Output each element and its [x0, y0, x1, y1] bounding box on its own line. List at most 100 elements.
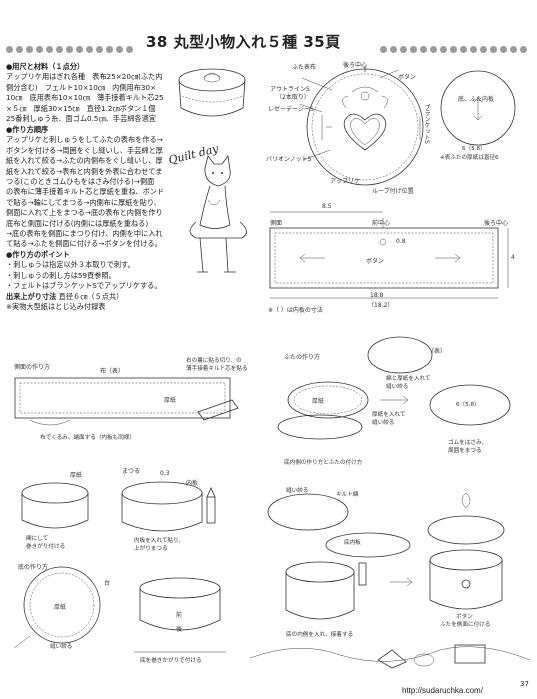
- lid-method-dim6: 6（5.8）: [456, 402, 480, 408]
- step2-sew: まつる: [122, 468, 141, 475]
- step2-inner: 内板: [186, 480, 199, 487]
- side-back-center: 後ろ中心: [484, 220, 509, 227]
- lid-bullion: バリオンノットS: [266, 156, 312, 163]
- lid-method-card2: 底内板: [344, 540, 361, 546]
- side-dim-b: 0.8: [396, 238, 406, 245]
- materials-section: ●用尺と材料（１点分） アップリケ用はぎれ各種 表布25×20㎝(ふた内 側分含…: [6, 62, 164, 124]
- order-line: て貼る→ふたを側面に付ける→ボタンを付ける。: [6, 239, 162, 249]
- step2-left: 関にして: [26, 536, 49, 542]
- bottom-inner-label: 底、ふた内板: [458, 96, 495, 103]
- bottom-method-drawing: [13, 566, 226, 653]
- order-line: 側面に入れて上をまつる→底の表布と内側を作り: [6, 208, 163, 218]
- order-line: →底の表布を側面にまつり付け、内側を中に入れ: [6, 229, 163, 239]
- decorative-border: [249, 644, 531, 669]
- side-note: ※（ ）は内板の寸法: [268, 307, 323, 314]
- side-button: ボタン: [366, 258, 385, 265]
- points-line: ・フェルトはブランケットSでアップリケする。: [6, 281, 162, 291]
- side-method-heading: 側面の作り方: [14, 364, 51, 371]
- step2-03: 0.3: [160, 470, 170, 477]
- lid-outline-s: アウトラインS: [270, 86, 310, 93]
- materials-line: ×５㎝ 厚紙30×15㎝ 直径1.2㎝ボタン１個: [6, 103, 156, 113]
- step2-cylinders: [21, 481, 216, 532]
- order-line: 紙を入れて絞る→表布と内側を外表に合わせてま: [6, 166, 163, 176]
- order-line: アップリケと刺しゅうをしてふたの表布を作る→: [6, 135, 163, 145]
- bottom-method-back: 後: [176, 626, 183, 633]
- lid-applique: アップリケ: [330, 178, 361, 185]
- step2-left-2: 巻きがり付ける: [26, 544, 66, 550]
- lid-method-ura: （表）: [428, 348, 447, 355]
- materials-heading: ●用尺と材料（１点分）: [6, 62, 85, 71]
- lid-method-card: 厚紙: [312, 398, 325, 405]
- side-method-drawing: [14, 377, 239, 426]
- size-heading: 出来上がり寸法: [6, 291, 57, 301]
- side-dim-height: 4: [511, 254, 515, 261]
- lid-diagram: [299, 66, 424, 186]
- lid-method-button: ボタン: [456, 614, 473, 620]
- lid-method-rubber: ゴムをはさみ、: [448, 440, 488, 446]
- side-dim-bottom-sub: （18.2）: [368, 302, 394, 309]
- side-method-bottom-note: 布でくるみ、端面する（内板も同様）: [40, 435, 135, 441]
- lid-button: ボタン: [398, 74, 417, 81]
- lid-blanket: ブランケットS: [423, 104, 430, 144]
- lid-method-kirt: キルト綿: [336, 492, 359, 498]
- lid-top-label: ふた表布: [292, 64, 317, 71]
- side-method-fabric: 布（表）: [100, 368, 125, 375]
- side-dim-bottom: 18.8: [370, 292, 384, 299]
- lid-outline-s-sub: （2本取り）: [276, 94, 310, 101]
- order-section: ●作り方順序 アップリケと刺しゅうをしてふたの表布を作る→ ボタンを付ける→周囲…: [6, 125, 164, 250]
- bottom-method-side: 底を巻きかがりで付ける: [140, 658, 202, 664]
- cat-illustration: [189, 154, 247, 273]
- page-title: 38 丸型小物入れ５種 35頁: [146, 33, 341, 51]
- lid-method-heading: ふたの作り方: [284, 354, 321, 361]
- order-line: 底布と側面に付ける(内側には厚紙を重ねる): [6, 218, 149, 228]
- bottom-circle-diagram: [440, 70, 516, 146]
- lid-method-drawing: [277, 336, 511, 440]
- lid-method-inner: 綿と厚紙を入れて: [386, 376, 431, 382]
- side-method-cardboard: 厚紙: [164, 397, 177, 404]
- header-dots-right: [380, 38, 530, 53]
- side-dim-top: 8.5: [322, 203, 332, 210]
- side-method-note-1: 右の裏に貼る切り、の: [186, 358, 242, 364]
- header-dots-left: [6, 38, 136, 53]
- side-front-center: 前中心: [372, 220, 391, 227]
- order-line: で貼る→輪にしてまつる→内側布に厚紙を貼り、: [6, 197, 161, 207]
- lid-method-inner-2: 縫い絞る: [386, 384, 409, 390]
- side-method-note-2: 薄手接着キルト芯を貼る: [186, 366, 248, 372]
- order-line: の表布に薄手接着キルト芯と厚紙を重ね、ボンド: [6, 187, 165, 197]
- materials-line: 側分含む) フェルト10×10㎝ 内側用布30×: [6, 82, 157, 92]
- lid-method-step: 厚紙を入れて: [372, 412, 406, 418]
- lid-method-kirt-2: 縫い絞る: [286, 488, 309, 494]
- bottom-method-heading: 底の作り方: [18, 564, 49, 571]
- bottom-method-cardboard: 厚紙: [54, 604, 67, 611]
- bottom-note: ※表ふたの厚紙は直径6: [440, 155, 499, 161]
- materials-line: 25番刺しゅう糸、面ゴム0.5㎝、手芸綿各適宜: [6, 114, 156, 124]
- order-heading: ●作り方順序: [6, 125, 49, 134]
- bottom-method-ring: 台: [104, 580, 111, 587]
- order-line: つる(このときゴムひもをはさみ付ける)→側面: [6, 177, 155, 187]
- lid-method-step-2: 縫い絞る: [372, 420, 395, 426]
- bottom-method-front: 前: [176, 612, 183, 619]
- step2-right: 内板を入れて貼り、: [134, 538, 184, 544]
- size-note: ※実物大型紙はとじ込み付録表: [6, 302, 106, 312]
- order-line: ボタンを付ける→周囲をぐし縫いし、手芸綿と厚: [6, 145, 163, 155]
- lid-loop: ループ付け位置: [372, 188, 414, 195]
- materials-line: アップリケ用はぎれ各種 表布25×20㎝(ふた内: [6, 72, 163, 82]
- lid-method-method2: 底内側の作り方とふたの付け方: [284, 460, 363, 466]
- points-section: ●作り方のポイント ・刺しゅうは指定以外３本取りで刺す。 ・刺しゅうの刺し方は5…: [6, 250, 162, 312]
- lid-method-rubber-2: 周囲をまつる: [448, 448, 482, 454]
- bottom-dim: 6（5.8）: [462, 146, 486, 152]
- bottom-method-pull: 縫い絞る: [50, 644, 73, 650]
- points-line: ・刺しゅうの刺し方は59頁参照。: [6, 270, 116, 280]
- size-value: 直径６㎝（５点共）: [58, 291, 124, 301]
- step2-right-2: 上がりまつる: [134, 546, 168, 552]
- lid-attach-drawing: [267, 492, 505, 620]
- step2-cardboard: 厚紙: [70, 472, 83, 479]
- side-strip-diagram: [269, 211, 509, 299]
- points-line: ・刺しゅうは指定以外３本取りで刺す。: [6, 260, 135, 270]
- points-heading: ●作り方のポイント: [6, 250, 70, 259]
- round-box-illustration: [178, 68, 246, 117]
- lid-lazy-daisy: レゼーデージーS: [268, 106, 314, 113]
- side-label: 側面: [270, 220, 283, 227]
- watermark: http://sudaruchka.com/: [402, 686, 483, 695]
- page-number: 37: [520, 680, 529, 688]
